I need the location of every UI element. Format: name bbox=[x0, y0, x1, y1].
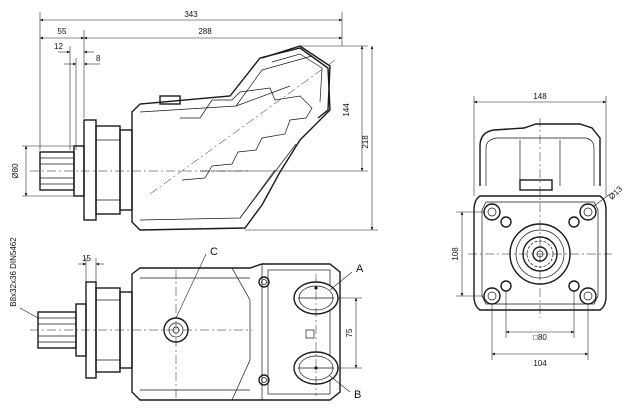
dim-flange-offset: 55 bbox=[58, 27, 67, 36]
plan-view-dimensions: 15 B8x32x36 DIN5462 75 bbox=[9, 237, 362, 369]
dim-flange-width: 148 bbox=[533, 92, 547, 101]
dim-shaft-diameter: Ø80 bbox=[11, 163, 20, 179]
callout-port-a: A bbox=[356, 263, 364, 275]
spline-shaft-plan bbox=[37, 303, 87, 357]
dim-port-spacing: 75 bbox=[345, 328, 354, 337]
callout-port-c: C bbox=[210, 246, 218, 258]
dim-bolt-square: □80 bbox=[533, 333, 547, 342]
front-view: 148 108 Ø13 □80 104 bbox=[451, 92, 624, 368]
manifold-bolts bbox=[258, 276, 315, 386]
dim-overall-length: 343 bbox=[184, 10, 198, 19]
side-view: 343 288 55 12 8 144 218 bbox=[11, 10, 378, 231]
dim-body-length: 288 bbox=[198, 27, 212, 36]
callout-port-b: B bbox=[354, 389, 361, 401]
dim-hole-diameter: Ø13 bbox=[607, 184, 624, 201]
side-view-dimensions: 343 288 55 12 8 144 218 bbox=[11, 10, 378, 231]
housing-side bbox=[131, 45, 331, 231]
head-front bbox=[479, 123, 601, 191]
mounting-flange-side bbox=[83, 119, 133, 221]
dim-bolt-spacing: 104 bbox=[533, 359, 547, 368]
callouts: C A B bbox=[175, 246, 364, 401]
front-view-dimensions: 148 108 Ø13 □80 104 bbox=[451, 92, 624, 368]
dim-total-height: 218 bbox=[361, 135, 370, 149]
dim-pilot-length: 12 bbox=[54, 42, 63, 51]
dim-flange-thickness: 8 bbox=[96, 54, 101, 63]
spline-shaft-side bbox=[39, 145, 85, 197]
mounting-flange-plan bbox=[85, 281, 133, 379]
plan-view: C A B 15 B8x32x36 DIN5462 75 bbox=[9, 237, 364, 401]
housing-plan bbox=[131, 263, 341, 401]
dim-spline-spec: B8x32x36 DIN5462 bbox=[9, 237, 18, 307]
dim-head-height: 144 bbox=[342, 103, 351, 117]
dim-bolt-height: 108 bbox=[451, 247, 460, 261]
dim-spline-length: 15 bbox=[82, 254, 91, 263]
